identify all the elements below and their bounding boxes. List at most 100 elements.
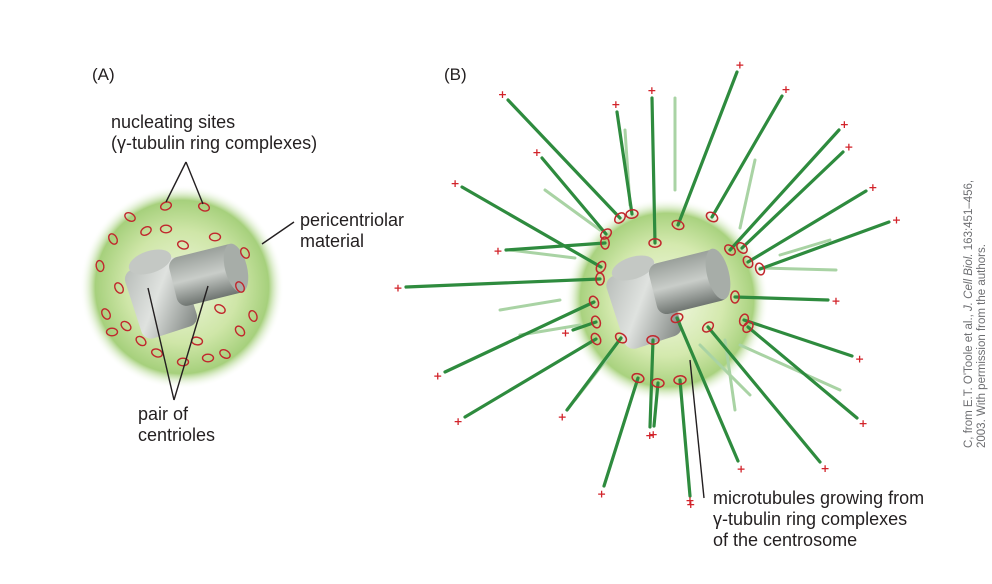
ring-complex-icon <box>736 242 748 254</box>
ring-complex-icon <box>176 240 190 250</box>
nucleating-sites-line1: nucleating sites <box>111 112 236 132</box>
microtubule <box>504 241 607 252</box>
plus-end-label: + <box>647 84 656 97</box>
pcm-line1: pericentriolar <box>300 210 405 230</box>
plus-end-label: + <box>855 353 864 366</box>
plus-end-label: + <box>561 327 570 340</box>
microtubule <box>675 316 740 463</box>
plus-end-label: + <box>831 294 840 307</box>
microtubule <box>463 337 598 419</box>
credit-line1: C, from E.T. O'Toole et al., J. Cell Bio… <box>963 179 975 448</box>
ring-complex-icon <box>671 219 685 231</box>
microtubule <box>443 300 596 374</box>
ring-complex-icon <box>219 349 231 359</box>
faint-microtubule <box>698 343 752 397</box>
microtubule <box>758 220 891 271</box>
ring-complex-icon <box>673 375 687 385</box>
centriole-pair-b <box>606 248 731 349</box>
ring-complex-icon <box>101 308 111 320</box>
plus-end-label: + <box>892 213 901 226</box>
plus-end-label: + <box>737 462 746 475</box>
microtubule <box>740 150 845 250</box>
faint-microtubule <box>498 298 562 312</box>
ring-complex-icon <box>248 309 258 323</box>
ring-complex-icon <box>590 332 602 346</box>
faint-microtubule <box>508 248 577 260</box>
plus-end-label: + <box>685 494 694 507</box>
plus-end-label: + <box>840 118 849 131</box>
microtubule <box>678 378 692 498</box>
plus-end-label: + <box>820 462 829 475</box>
plus-end-label: + <box>844 140 853 153</box>
ring-complex-icon <box>588 295 600 309</box>
microtubule <box>506 98 622 220</box>
ring-complexes-a <box>95 201 258 367</box>
microtubule <box>652 381 660 428</box>
microtubule <box>460 185 603 269</box>
centrioles-label: pair of centrioles <box>138 404 215 446</box>
ring-complex-icon <box>595 260 607 274</box>
plus-ends: +++++++++++++++++++++++++++ <box>393 59 901 511</box>
plus-end-label: + <box>859 417 868 430</box>
ring-complex-icon <box>234 325 246 337</box>
ring-complex-icon <box>120 320 132 332</box>
plus-end-label: + <box>781 83 790 96</box>
ring-complex-icon <box>742 255 754 269</box>
ring-complex-icon <box>105 327 119 337</box>
mt-line3: of the centrosome <box>713 530 858 550</box>
ring-complex-icon <box>723 244 737 256</box>
ring-complex-icon <box>197 202 211 212</box>
plus-end-label: + <box>454 415 463 428</box>
ring-complex-icon <box>159 224 173 234</box>
plus-end-label: + <box>597 488 606 501</box>
plus-end-label: + <box>558 410 567 423</box>
ring-complex-icon <box>590 315 602 329</box>
nucleating-sites-line2: (γ-tubulin ring complexes) <box>111 133 318 153</box>
ring-complex-icon <box>742 320 754 334</box>
plus-end-label: + <box>498 88 507 101</box>
plus-end-label: + <box>433 369 442 382</box>
ring-complex-icon <box>114 282 124 294</box>
plus-end-label: + <box>868 181 877 194</box>
microtubule <box>742 318 854 358</box>
ring-complex-icon <box>648 238 662 248</box>
ring-complex-icon <box>214 304 226 314</box>
ring-complex-icon <box>208 232 222 242</box>
image-credit: C, from E.T. O'Toole et al., J. Cell Bio… <box>963 148 989 448</box>
ring-complex-icon <box>600 236 610 250</box>
microtubule <box>404 277 602 289</box>
centriole-pair-a <box>124 243 249 339</box>
pcm-line2: material <box>300 231 365 251</box>
ring-complex-icon <box>599 228 613 240</box>
pericentriolar-material-label: pericentriolar material <box>300 210 404 252</box>
ring-complex-icon <box>595 272 605 286</box>
microtubule <box>676 70 739 227</box>
microtubule <box>706 325 822 464</box>
plus-end-label: + <box>393 281 402 294</box>
microtubule <box>565 336 623 412</box>
ring-complex-icon <box>651 378 665 388</box>
panel-a-label: (A) <box>92 65 115 84</box>
panel-a-centrosome <box>80 185 284 389</box>
faint-microtubule <box>778 238 832 257</box>
faint-microtubule <box>758 266 838 272</box>
ring-complex-icon <box>701 321 715 333</box>
faint-microtubule <box>738 158 757 230</box>
ring-complex-icon <box>625 209 639 219</box>
ring-complex-icon <box>670 312 684 324</box>
centrioles-line2: centrioles <box>138 425 216 445</box>
plus-end-label: + <box>450 177 459 190</box>
mt-line2: γ-tubulin ring complexes <box>713 509 908 529</box>
ring-complex-icon <box>159 201 173 211</box>
plus-end-label: + <box>532 146 541 159</box>
panel-b-label: (B) <box>444 65 467 84</box>
microtubule <box>746 189 868 264</box>
ring-complex-icon <box>108 233 118 245</box>
microtubule <box>602 376 640 488</box>
ring-complex-icon <box>176 357 190 367</box>
mt-line1: microtubules growing from <box>713 488 925 508</box>
ring-complex-icon <box>646 335 660 345</box>
ring-complex-icon <box>235 281 245 293</box>
faint-microtubule <box>738 343 842 392</box>
